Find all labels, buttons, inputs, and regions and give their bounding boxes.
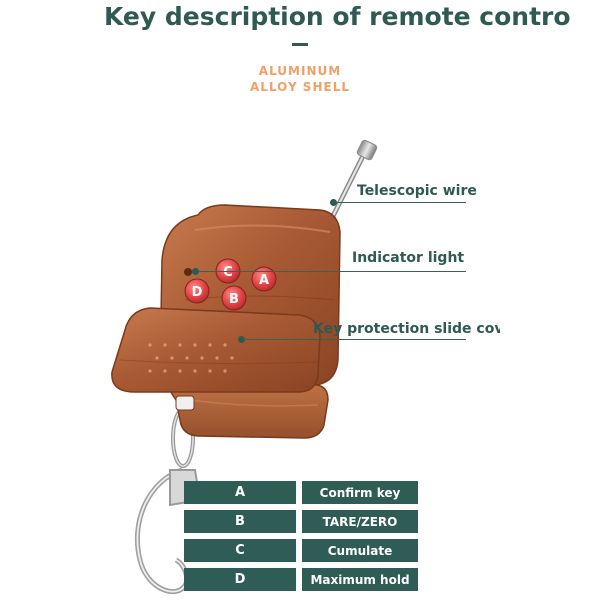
remote-button-d: D: [184, 278, 210, 304]
key-cell: A: [184, 481, 296, 504]
remote-button-c-label: C: [223, 265, 233, 280]
indicator-callout-line: [198, 271, 466, 272]
key-cell: D: [184, 568, 296, 591]
indicator-led: [184, 268, 192, 276]
indicator-pointer-dot: [192, 268, 199, 275]
cover-callout-label: Key protection slide cover: [313, 321, 500, 337]
title-divider: [292, 43, 308, 46]
key-cell: B: [184, 510, 296, 533]
slide-cover: [111, 307, 321, 393]
description-cell: Confirm key: [302, 481, 418, 504]
remote-button-a: A: [251, 266, 277, 292]
antenna-callout-label: Telescopic wire: [357, 183, 477, 199]
page-title: Key description of remote contro: [104, 2, 571, 31]
material-label-line1: ALUMINUM: [258, 64, 342, 78]
antenna-callout-line: [336, 202, 466, 203]
remote-button-b-label: B: [229, 292, 239, 307]
indicator-callout-label: Indicator light: [352, 250, 465, 266]
description-cell: Cumulate: [302, 539, 418, 562]
description-cell: Maximum hold: [302, 568, 418, 591]
antenna-pointer-dot: [330, 199, 337, 206]
remote-button-a-label: A: [259, 273, 269, 288]
remote-button-d-label: D: [192, 285, 203, 300]
key-cell: C: [184, 539, 296, 562]
cover-callout-line: [244, 339, 466, 340]
material-label-line2: ALLOY SHELL: [250, 80, 350, 94]
description-cell: TARE/ZERO: [302, 510, 418, 533]
remote-button-b: B: [221, 285, 247, 311]
cover-pointer-dot: [238, 336, 245, 343]
